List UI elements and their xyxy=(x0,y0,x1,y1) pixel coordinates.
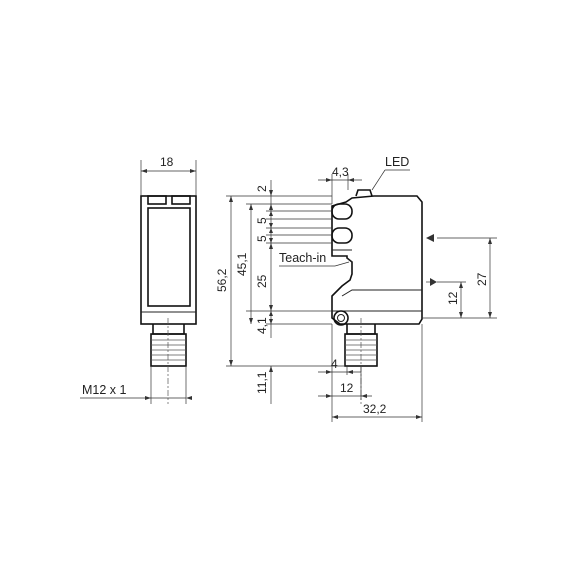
dim-thread: M12 x 1 xyxy=(80,366,192,404)
side-view xyxy=(331,189,423,404)
led-label: LED xyxy=(385,155,409,169)
dim-connector-pitch-label: 12 xyxy=(340,381,354,395)
front-view xyxy=(140,195,197,404)
dim-teach-in-height-label: 25 xyxy=(255,274,269,288)
emitter-axis-arrow xyxy=(426,234,434,242)
front-tab-right xyxy=(171,195,191,205)
lens-emitter xyxy=(331,203,353,220)
dim-lens-spacing-1-label: 5 xyxy=(255,217,269,224)
receiver-axis-arrow xyxy=(430,278,437,286)
front-lens-window xyxy=(147,207,191,307)
dim-overall-depth-label: 32,2 xyxy=(363,402,387,416)
dim-width-front: 18 xyxy=(140,155,197,196)
dim-led-offset: 4,3 xyxy=(318,165,362,204)
dim-body-height-label: 45,1 xyxy=(235,252,249,276)
dim-emitter-height-label: 27 xyxy=(475,272,489,286)
dim-width-front-label: 18 xyxy=(160,155,174,169)
led-indicator xyxy=(355,189,373,197)
teach-in-button xyxy=(346,257,353,263)
front-connector-collar xyxy=(152,324,185,335)
dim-overall-height-label: 56,2 xyxy=(215,268,229,292)
dim-optical-axes: 27 12 xyxy=(422,234,497,319)
dim-vertical-stack: 56,2 45,1 2 5 5 25 4,1 11,1 xyxy=(215,180,345,404)
thread-label: M12 x 1 xyxy=(82,383,127,397)
dim-horizontal-stack: 4 12 32,2 xyxy=(318,324,423,422)
dim-lens-spacing-2-label: 5 xyxy=(255,235,269,242)
side-housing xyxy=(331,195,423,325)
teach-in-callout: Teach-in xyxy=(279,251,350,267)
mounting-hole xyxy=(333,310,349,326)
dim-led-offset-label: 4,3 xyxy=(332,165,349,179)
dim-connector-offset-label: 4 xyxy=(331,357,338,371)
teach-in-label: Teach-in xyxy=(279,251,326,265)
dim-bottom-offset-label: 4,1 xyxy=(255,317,269,334)
front-tab-left xyxy=(147,195,167,205)
dim-connector-length-label: 11,1 xyxy=(255,371,269,394)
lens-receiver xyxy=(331,227,353,244)
led-callout: LED xyxy=(371,155,410,191)
dim-receiver-height-label: 12 xyxy=(446,291,460,305)
front-housing xyxy=(140,195,197,325)
dim-top-gap-label: 2 xyxy=(255,185,269,192)
